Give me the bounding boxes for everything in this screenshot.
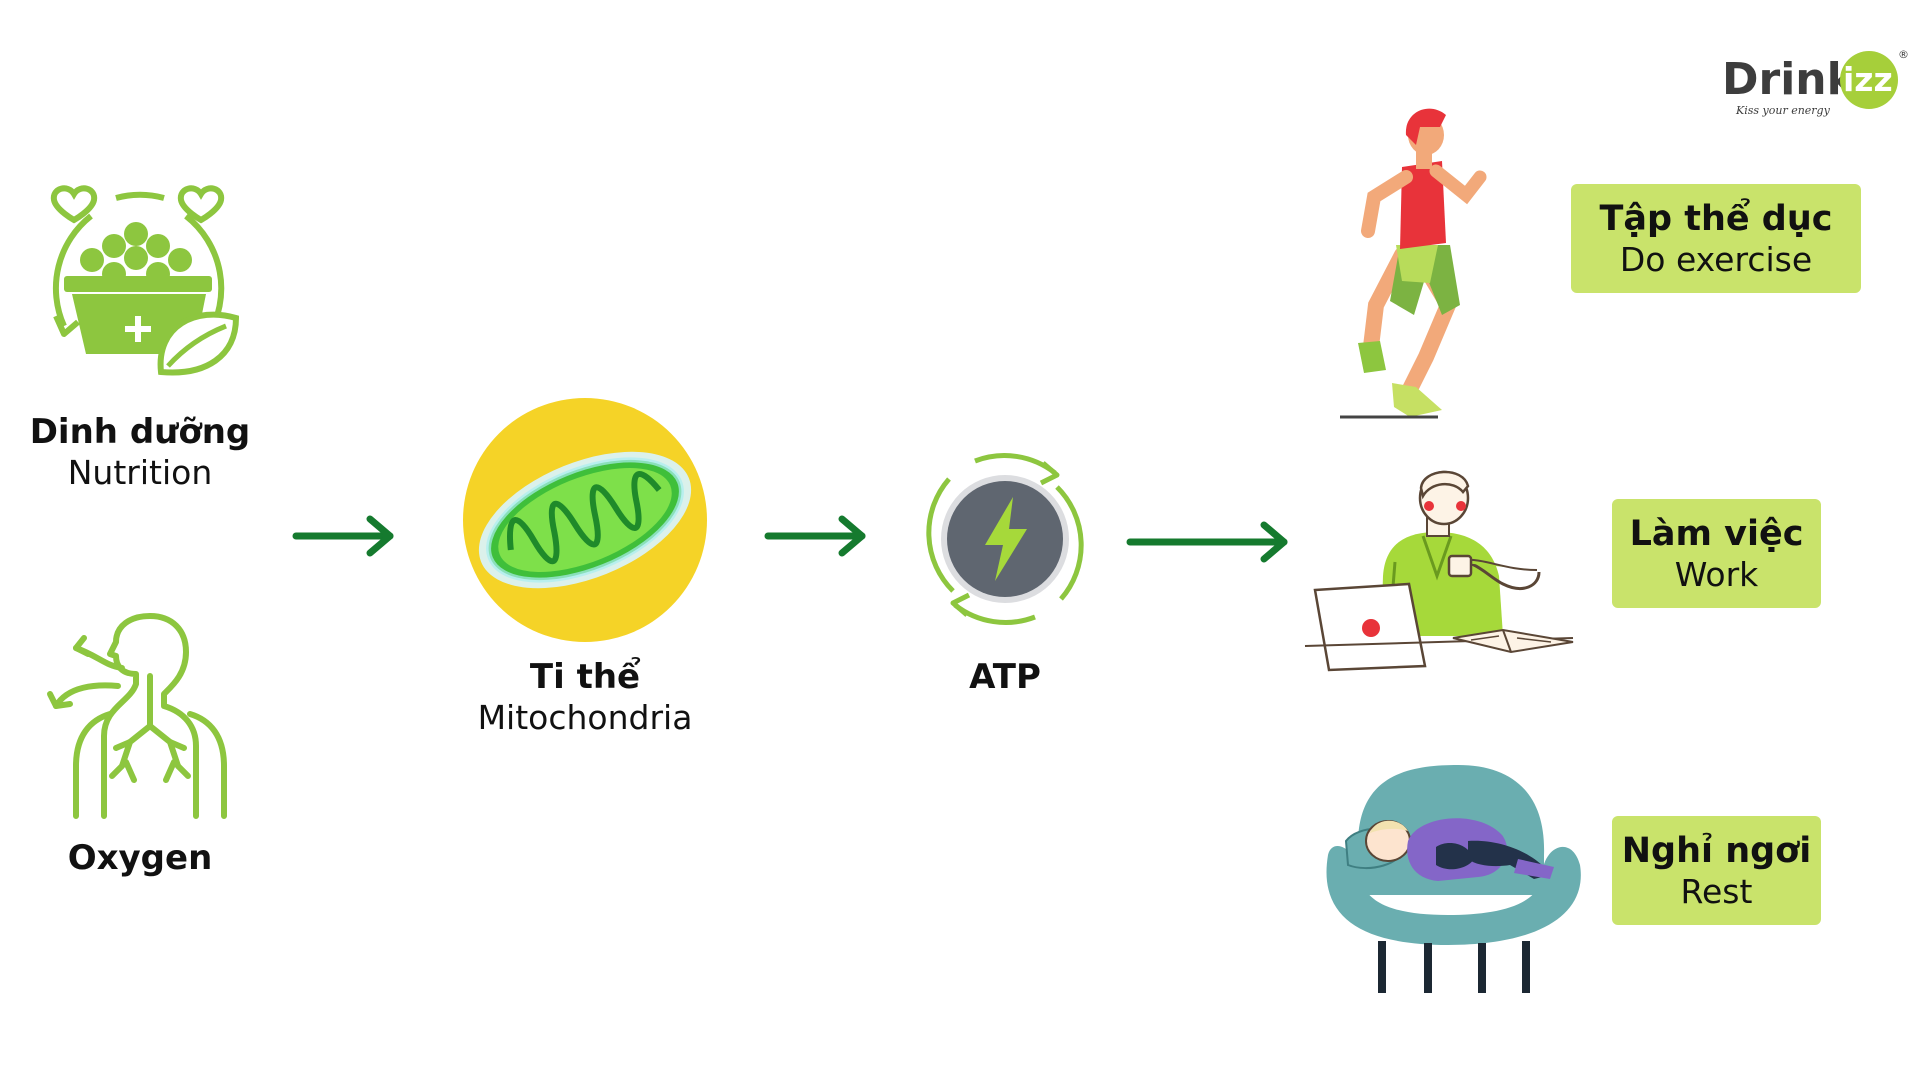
- mitochondria-title: Ti thể: [529, 657, 641, 697]
- logo-badge-text: izz: [1843, 60, 1893, 99]
- arrow-right-icon: [1126, 521, 1288, 563]
- output-label-rest: Nghỉ ngơi Rest: [1612, 816, 1821, 925]
- output-label-work: Làm việc Work: [1612, 499, 1821, 608]
- arrow-right-icon: [292, 515, 394, 557]
- mitochondria-label: Ti thể Mitochondria: [445, 657, 725, 739]
- nutrition-subtitle: Nutrition: [67, 453, 213, 493]
- oxygen-label: Oxygen: [20, 838, 260, 879]
- work-subtitle: Work: [1674, 554, 1759, 594]
- work-title: Làm việc: [1629, 513, 1804, 554]
- logo-tagline: Kiss your energy: [1736, 104, 1830, 117]
- nutrition-title: Dinh dưỡng: [29, 412, 251, 452]
- runner-icon: [1340, 108, 1487, 419]
- nutrition-basket-icon: [50, 185, 240, 376]
- atp-title: ATP: [969, 657, 1041, 697]
- nutrition-label: Dinh dưỡng Nutrition: [20, 412, 260, 494]
- logo-registered-mark: ®: [1898, 48, 1909, 61]
- respiratory-system-icon: [47, 613, 227, 819]
- rest-title: Nghỉ ngơi: [1621, 830, 1812, 871]
- rest-subtitle: Rest: [1680, 871, 1753, 911]
- atp-label: ATP: [905, 657, 1105, 698]
- lightning-bolt-icon: [926, 453, 1084, 625]
- oxygen-title: Oxygen: [67, 838, 213, 878]
- mitochondria-subtitle: Mitochondria: [477, 698, 693, 738]
- arrow-right-icon: [764, 515, 866, 557]
- worker-laptop-icon: [1304, 470, 1574, 672]
- logo-word: Drink: [1722, 54, 1856, 105]
- resting-on-sofa-icon: [1326, 765, 1581, 993]
- logo-badge-circle: [1840, 51, 1898, 109]
- exercise-title: Tập thể dục: [1599, 198, 1833, 239]
- brand-logo: Drink izz ® Kiss your energy: [1722, 48, 1909, 118]
- output-label-exercise: Tập thể dục Do exercise: [1571, 184, 1861, 293]
- mitochondria-icon: [463, 398, 707, 642]
- exercise-subtitle: Do exercise: [1619, 239, 1813, 279]
